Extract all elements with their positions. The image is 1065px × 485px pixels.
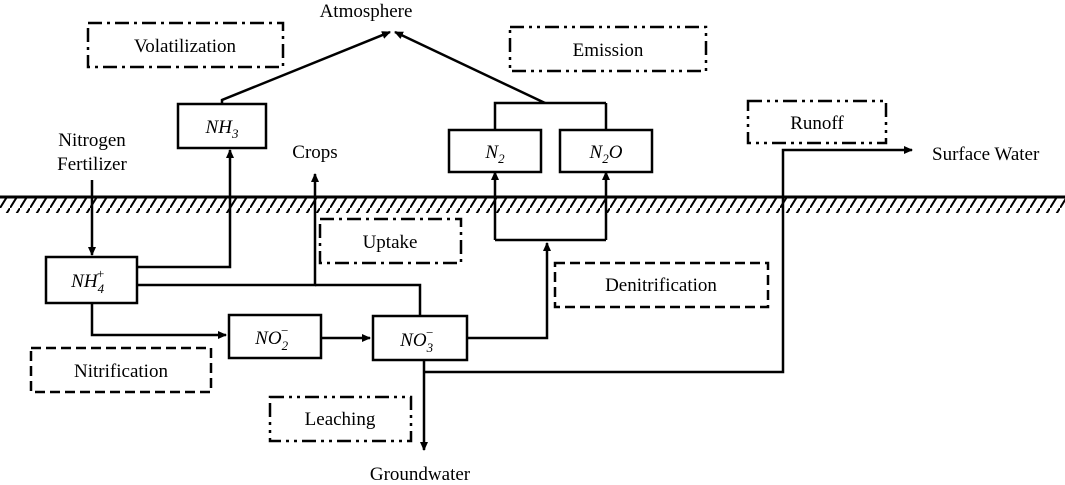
runoff-label: Runoff — [790, 113, 844, 134]
denitrification-box — [553, 261, 770, 309]
process-boxes: Volatilization Emission Runoff Uptake De… — [29, 21, 888, 443]
leaching-box — [268, 395, 413, 443]
fertilizer-label-line1: Nitrogen — [58, 130, 126, 151]
n2-label: N2 — [484, 142, 505, 166]
emission-box — [508, 25, 708, 73]
fertilizer-label-line2: Fertilizer — [57, 154, 127, 175]
no3-label: NO3− — [399, 325, 434, 355]
flow-lines — [88, 30, 913, 451]
crops-label: Crops — [292, 142, 337, 163]
denitrification-arrow — [467, 242, 551, 340]
no3-box — [371, 314, 469, 362]
no2-label: NO2− — [254, 323, 289, 353]
ground-surface — [0, 195, 1065, 213]
volatilization-label: Volatilization — [134, 36, 237, 57]
nh3-box — [176, 102, 268, 150]
no2-box — [227, 313, 323, 360]
nitrification-box — [29, 346, 213, 394]
uptake-box — [318, 217, 463, 265]
runoff-box — [746, 99, 888, 145]
uptake-arrow — [137, 173, 319, 287]
atmosphere-label: Atmosphere — [320, 1, 413, 22]
emission-label: Emission — [573, 40, 644, 61]
nh4-to-nh3-arrow — [137, 149, 234, 269]
emission-arrow — [394, 30, 546, 130]
n2-box — [447, 128, 543, 174]
surface-water-label: Surface Water — [932, 144, 1040, 165]
runoff-arrow — [424, 146, 913, 374]
nitrification-label: Nitrification — [74, 361, 168, 382]
n2o-label: N2O — [589, 142, 623, 166]
nh4-box — [44, 255, 139, 305]
n2o-box — [558, 128, 654, 174]
species-boxes: NH3 N2 N2O NH4+ NO2− NO3− — [44, 102, 654, 362]
uptake-label: Uptake — [363, 232, 418, 253]
nh4-to-no3-line — [315, 283, 422, 316]
nh3-label: NH3 — [205, 117, 239, 141]
denitrification-label: Denitrification — [605, 275, 717, 296]
pool-labels: Atmosphere Crops Nitrogen Fertilizer Sur… — [57, 1, 1040, 485]
groundwater-label: Groundwater — [370, 464, 471, 485]
nitrification-arrow — [90, 303, 227, 339]
volatilization-arrow — [220, 30, 391, 104]
leaching-label: Leaching — [305, 409, 376, 430]
volatilization-box — [86, 21, 285, 69]
nh4-label: NH4+ — [70, 266, 105, 296]
